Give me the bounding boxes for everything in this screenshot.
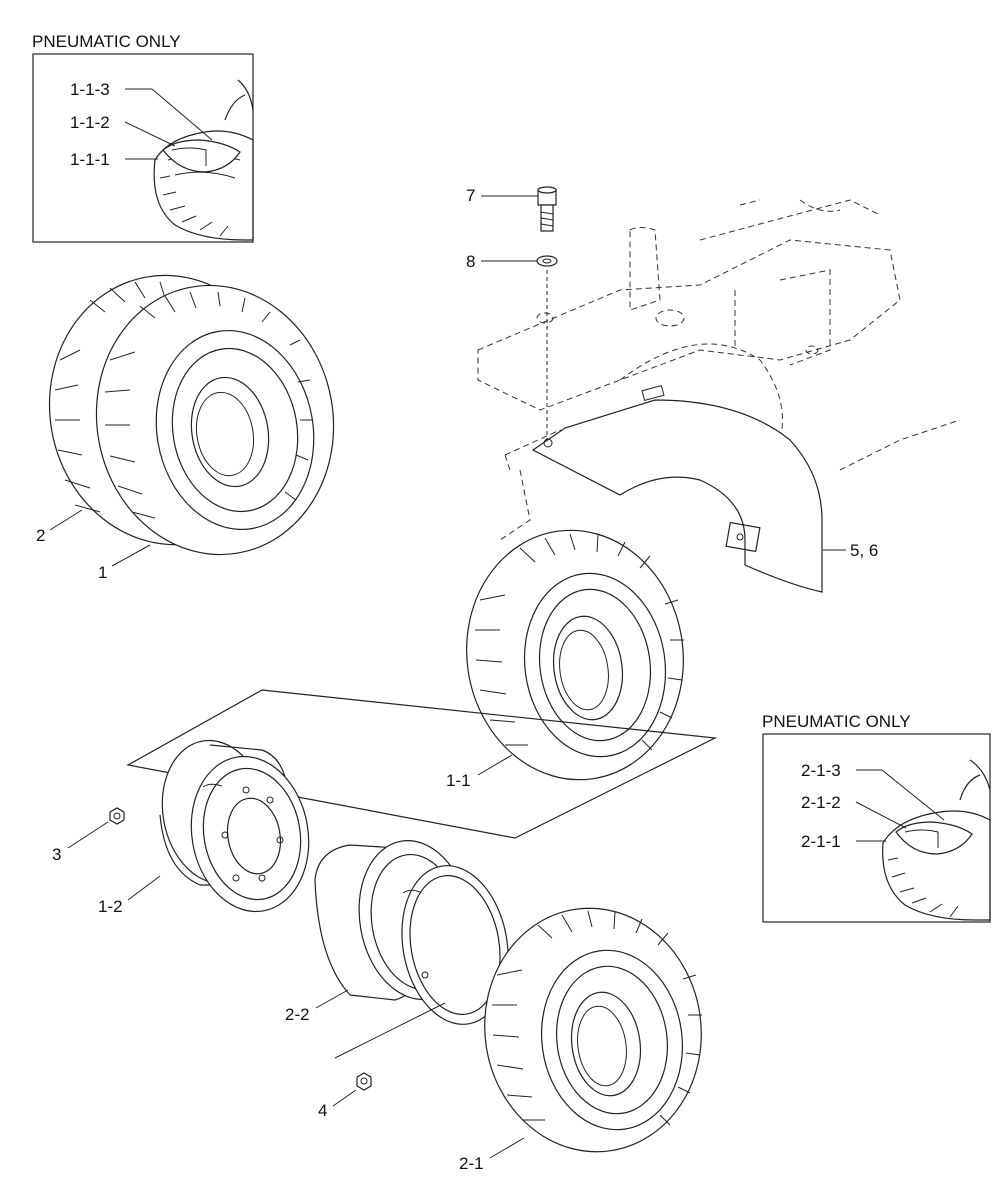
label-2: 2 bbox=[36, 526, 45, 545]
inset-right-title: PNEUMATIC ONLY bbox=[762, 712, 911, 731]
inset-right-tire-icon bbox=[882, 759, 991, 921]
label-1-1-1: 1-1-1 bbox=[70, 150, 110, 169]
leader-1-1-3b bbox=[151, 88, 213, 141]
inset-top-title: PNEUMATIC ONLY bbox=[32, 32, 181, 51]
leader-1 bbox=[111, 544, 151, 567]
inset-top-tire-icon bbox=[153, 79, 254, 241]
washer bbox=[536, 255, 558, 267]
leader-2-1-3b bbox=[881, 769, 945, 821]
leader-1-1-2 bbox=[124, 121, 176, 147]
exploded-axis-rear bbox=[334, 1002, 446, 1059]
leader-2-2 bbox=[315, 989, 349, 1009]
axle-housing-outline bbox=[477, 199, 961, 541]
label-3: 3 bbox=[52, 845, 61, 864]
rim-1-2 bbox=[159, 739, 310, 913]
label-2-1-2: 2-1-2 bbox=[801, 793, 841, 812]
label-1: 1 bbox=[98, 563, 107, 582]
inset-top: PNEUMATIC ONLY 1-1-3 1-1-2 1-1-1 bbox=[32, 32, 254, 243]
leader-3 bbox=[67, 821, 109, 849]
leader-4 bbox=[332, 1089, 357, 1107]
leader-2 bbox=[49, 509, 83, 531]
leader-2-1-2 bbox=[855, 801, 907, 829]
fender bbox=[531, 384, 823, 593]
label-1-1: 1-1 bbox=[446, 771, 471, 790]
label-2-1: 2-1 bbox=[459, 1154, 484, 1173]
tire-1-1 bbox=[466, 529, 684, 781]
rim-2-2 bbox=[314, 840, 509, 1025]
exploded-group-bracket bbox=[126, 689, 718, 839]
label-1-1-2: 1-1-2 bbox=[70, 113, 110, 132]
label-1-2: 1-2 bbox=[98, 897, 123, 916]
label-1-1-3: 1-1-3 bbox=[70, 80, 110, 99]
label-2-2: 2-2 bbox=[285, 1005, 310, 1024]
label-2-1-1: 2-1-1 bbox=[801, 832, 841, 851]
nut-3 bbox=[109, 807, 125, 825]
leader-2-1 bbox=[489, 1137, 525, 1159]
tire-2-1 bbox=[484, 907, 702, 1153]
leader-1-2 bbox=[127, 875, 161, 901]
leader-1-1 bbox=[477, 754, 513, 776]
dual-tire-assembly bbox=[48, 274, 335, 556]
inset-right: PNEUMATIC ONLY 2-1-3 2-1-2 2-1-1 bbox=[762, 712, 991, 923]
nut-4 bbox=[356, 1072, 372, 1091]
label-2-1-3: 2-1-3 bbox=[801, 761, 841, 780]
label-7: 7 bbox=[466, 186, 475, 205]
label-5-6: 5, 6 bbox=[850, 541, 878, 560]
label-8: 8 bbox=[466, 252, 475, 271]
label-4: 4 bbox=[318, 1101, 327, 1120]
bolt bbox=[537, 186, 557, 232]
